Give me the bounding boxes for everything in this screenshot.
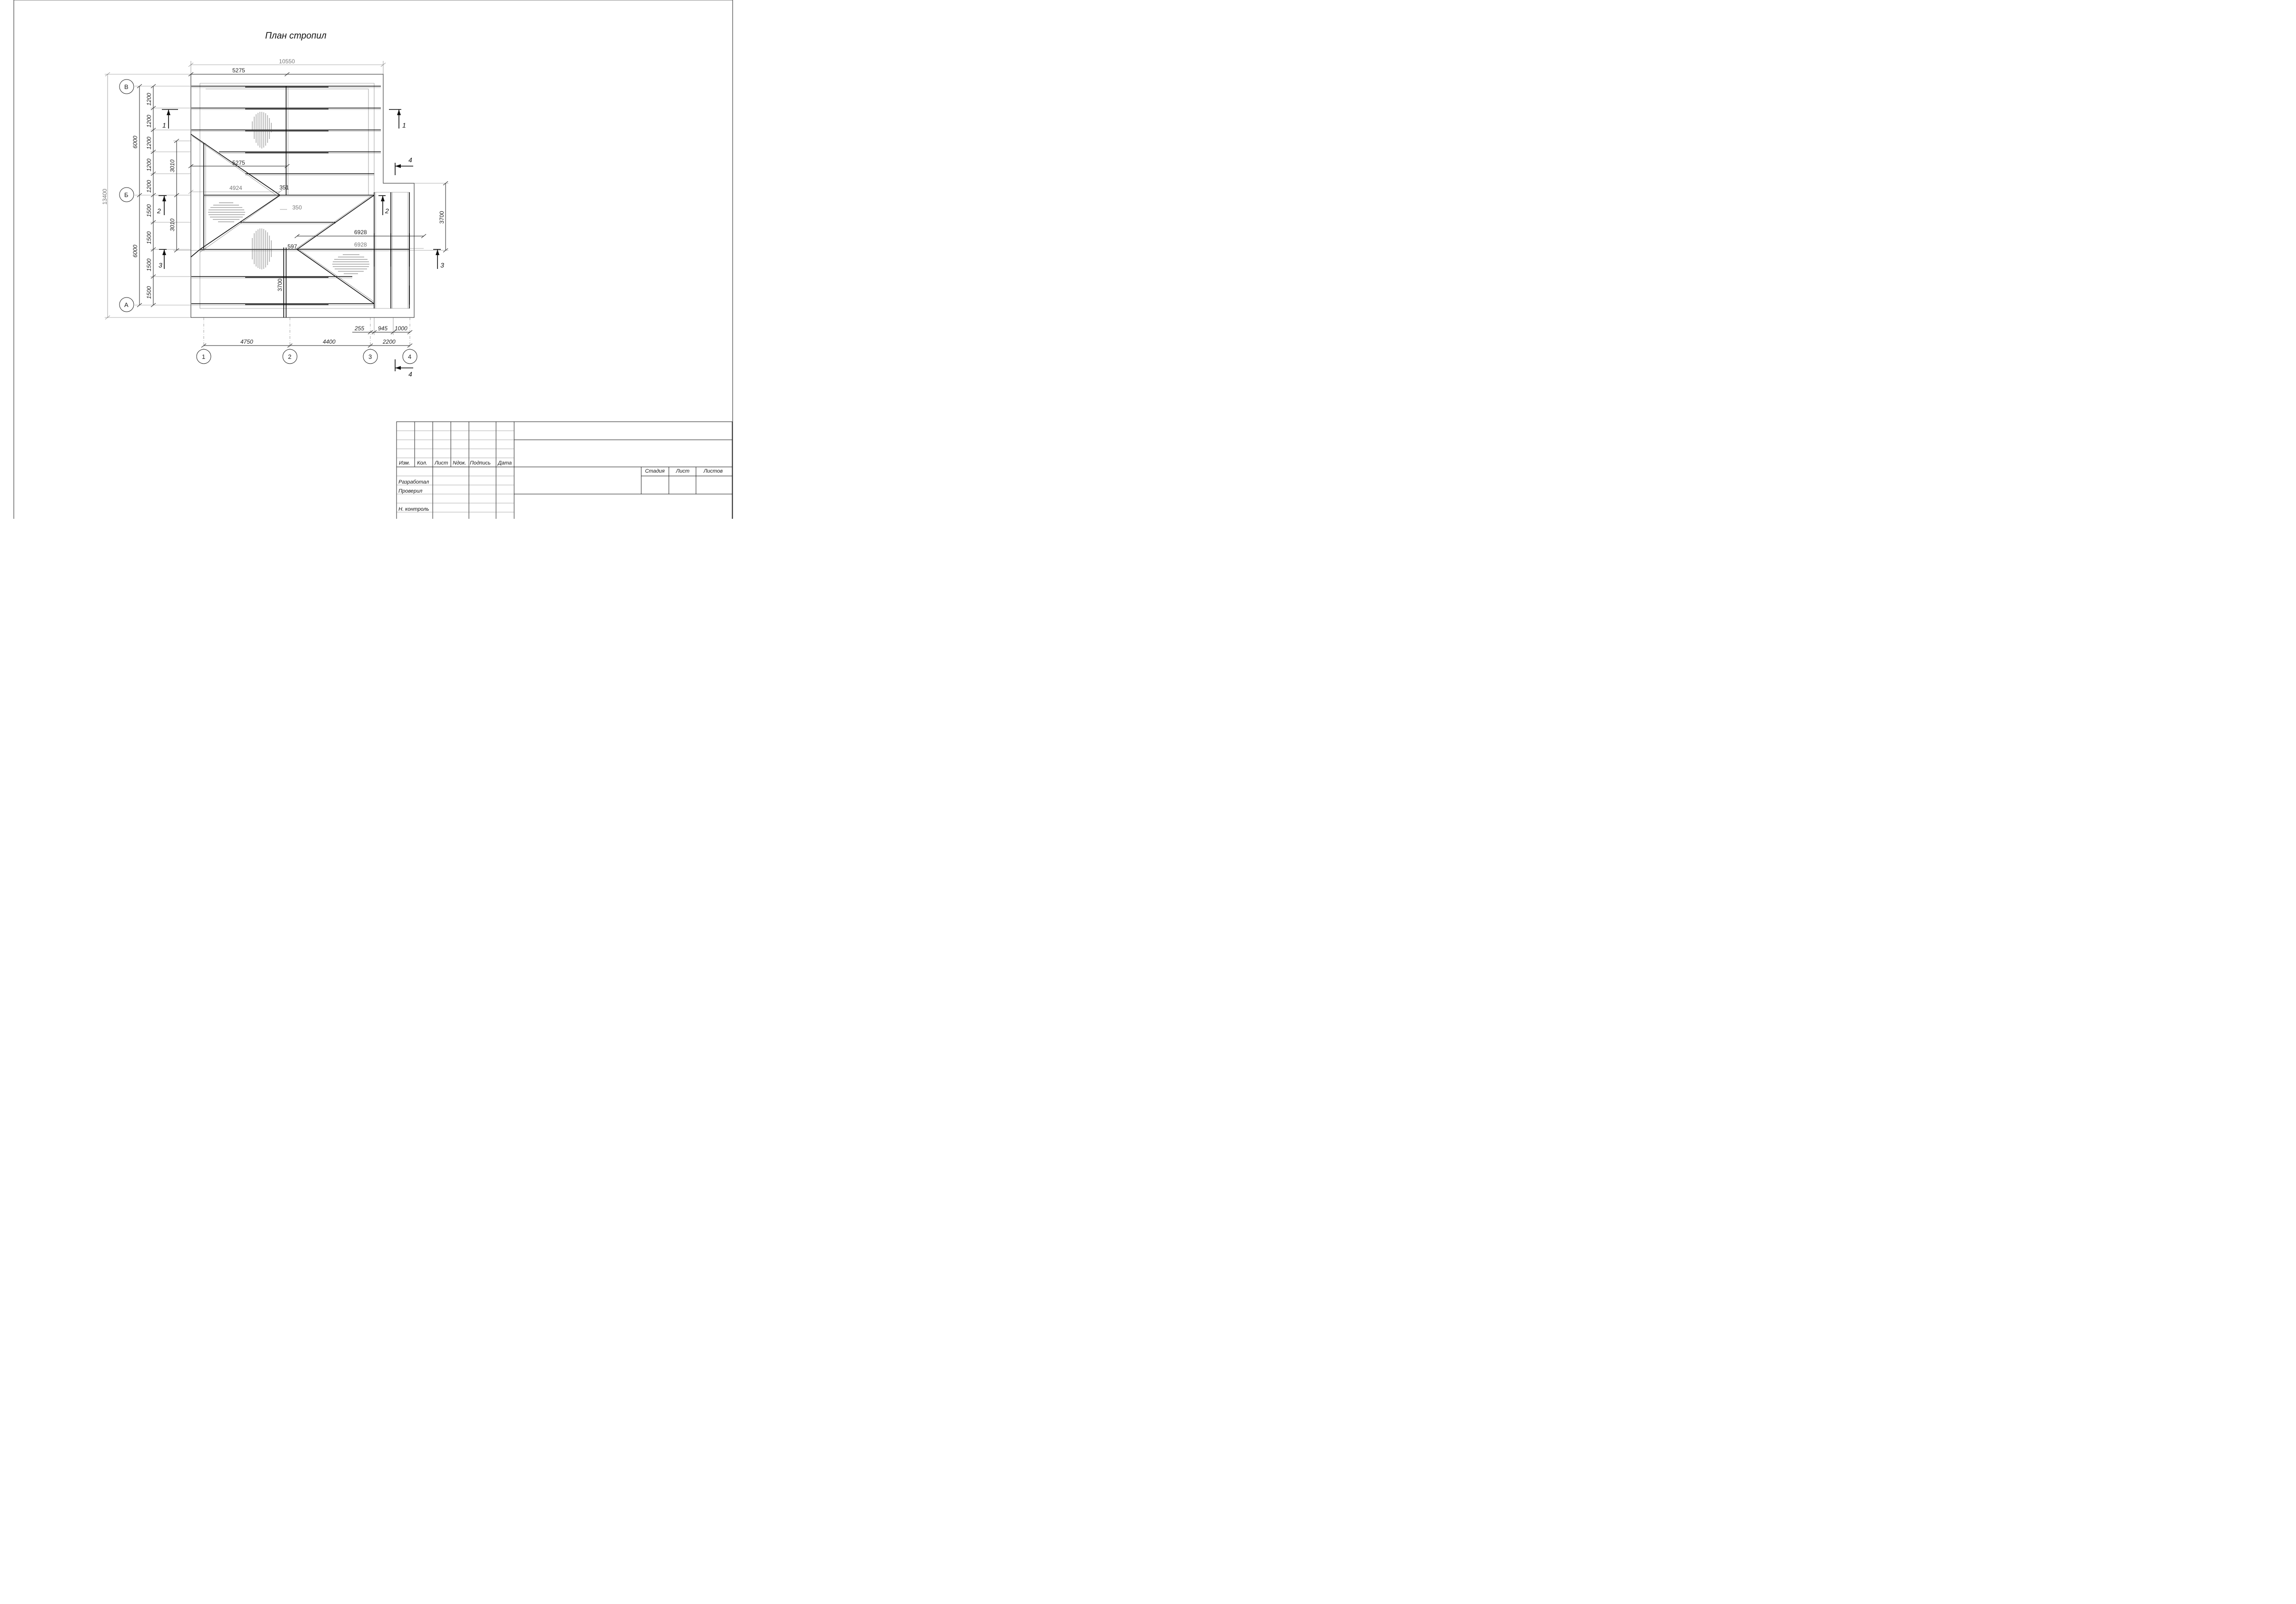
axis-row-b: Б <box>124 191 129 198</box>
tb-proveril: Проверил <box>398 488 422 494</box>
dim-step-l2: 1500 <box>146 231 152 244</box>
tb-ndok: Nдок. <box>453 460 466 466</box>
sheet-frame <box>13 0 733 519</box>
axis-col-1: 1 <box>202 353 205 360</box>
section-4-bottom: 4 <box>408 370 412 378</box>
ridge-hips <box>190 86 375 317</box>
section-1-left: 1 <box>162 121 166 129</box>
tb-podpis: Подпись <box>470 460 491 466</box>
tb-list-2: Лист <box>676 468 689 474</box>
dim-right-span-b: 6928 <box>354 241 367 248</box>
dim-span-1-2: 4750 <box>240 338 253 345</box>
tb-data: Дата <box>497 460 512 466</box>
section-4-top: 4 <box>408 156 412 164</box>
tb-izm: Изм. <box>399 460 410 466</box>
slope-hatch-right <box>332 254 369 274</box>
axis-row-v: В <box>124 83 129 90</box>
dim-step-l1: 1500 <box>146 204 152 217</box>
dim-step-u5: 1200 <box>146 180 152 193</box>
slope-hatch-top <box>252 112 272 149</box>
dim-step-u3: 1200 <box>146 137 152 149</box>
axis-col-4: 4 <box>408 353 411 360</box>
slope-hatch-left <box>208 202 245 222</box>
dim-hip-lower: 3010 <box>169 218 176 231</box>
tb-listov: Листов <box>703 468 723 474</box>
dim-hip-upper: 3010 <box>169 159 176 172</box>
row-axes: В Б А <box>119 79 134 312</box>
dim-mid-half: 5275 <box>232 159 245 166</box>
dim-valley-height: 3700 <box>277 278 283 291</box>
dim-offset-597: 597 <box>288 243 297 250</box>
dim-small-945: 945 <box>378 325 388 332</box>
dim-offset-350: 350 <box>292 204 302 211</box>
section-2-left: 2 <box>157 207 161 215</box>
axis-col-3: 3 <box>368 353 372 360</box>
section-3-left: 3 <box>159 261 162 269</box>
dim-step-l3: 1500 <box>146 258 152 271</box>
tb-razrabotal: Разработал <box>398 479 429 485</box>
column-axes: 4750 4400 2200 255 945 1000 1 2 3 4 <box>196 317 417 364</box>
dim-small-255: 255 <box>354 325 364 332</box>
dim-overall-width: 10550 <box>279 58 295 65</box>
dim-step-u1: 1200 <box>146 93 152 106</box>
section-3-right: 3 <box>440 261 444 269</box>
section-1-right: 1 <box>402 121 406 129</box>
rafters-lower <box>191 222 409 306</box>
dim-step-u4: 1200 <box>146 158 152 171</box>
interior-dimensions: 5275 4924 351 350 6928 6928 597 3700 370… <box>188 159 448 291</box>
tb-kol: Кол. <box>417 460 427 466</box>
dim-lower-block: 6000 <box>132 245 139 257</box>
dim-span-2-3: 4400 <box>323 338 336 345</box>
dim-hip-len: 4924 <box>229 185 242 191</box>
tb-stadiya: Стадия <box>645 468 665 474</box>
axis-row-a: А <box>124 301 129 308</box>
dim-right-block-height: 3700 <box>438 211 445 224</box>
annex-rafters <box>374 192 410 308</box>
axis-col-2: 2 <box>288 353 291 360</box>
rafter-plan-drawing: План стропил 10550 5275 13400 6000 6000 <box>13 0 733 519</box>
section-2-right: 2 <box>385 207 389 215</box>
dim-span-3-4: 2200 <box>382 338 396 345</box>
dim-small-1000: 1000 <box>395 325 408 332</box>
dim-offset-351: 351 <box>279 184 289 191</box>
slope-hatch-bottom <box>252 228 272 269</box>
dim-top-half: 5275 <box>232 67 245 74</box>
dim-right-span-a: 6928 <box>354 229 367 236</box>
title-block: Изм. Кол. Лист Nдок. Подпись Дата Разраб… <box>396 421 733 519</box>
drawing-title: План стропил <box>265 31 327 41</box>
dim-step-l4: 1500 <box>146 286 152 299</box>
section-markers: 1 1 2 2 3 3 4 4 <box>157 109 444 378</box>
tb-n-kontrol: Н. контроль <box>398 506 429 512</box>
top-dimensions: 10550 5275 <box>188 58 386 77</box>
tb-list: Лист <box>434 460 448 466</box>
dim-upper-block: 6000 <box>132 136 139 149</box>
dim-step-u2: 1200 <box>146 115 152 128</box>
dim-overall-height: 13400 <box>101 188 108 205</box>
left-dimensions: 13400 6000 6000 1200 1200 1200 1200 1200… <box>101 72 205 320</box>
